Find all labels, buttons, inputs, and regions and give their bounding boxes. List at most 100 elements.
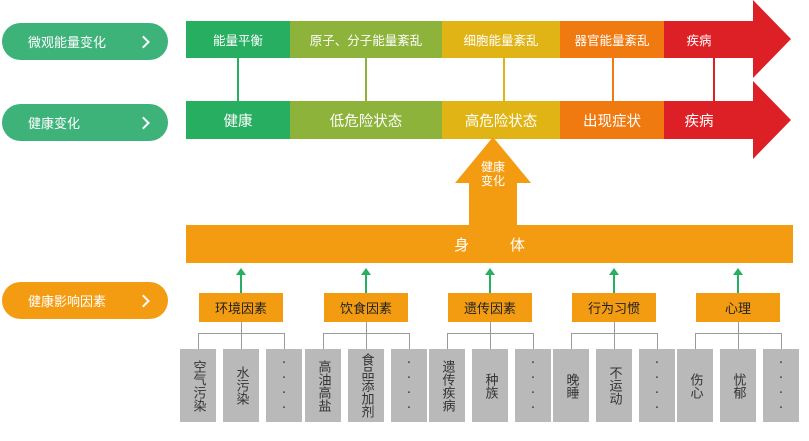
up-arrow-head-icon [733, 268, 743, 275]
factor-leaf-label: 晚睡 [563, 372, 579, 399]
connector-line [614, 333, 615, 349]
label-health-change[interactable]: 健康变化 [2, 104, 168, 141]
factor-leaf-label: ···· [401, 355, 417, 416]
row1-seg-energy-balance: 能量平衡 [186, 21, 290, 58]
up-arrow-head-icon [236, 268, 246, 275]
row2-arrow-head [753, 81, 791, 159]
up-arrow-head-icon [485, 268, 495, 275]
connector-line [612, 58, 614, 101]
up-arrow [455, 137, 531, 227]
connector-line [365, 58, 367, 101]
connector-line [503, 58, 505, 101]
up-arrow-icon [613, 275, 615, 293]
up-arrow-head-icon [361, 268, 371, 275]
row2-label: 低危险状态 [329, 113, 403, 130]
factor-leaf-label: 遗传疾病 [439, 359, 455, 412]
factor-leaf-label: 高油高盐 [315, 359, 331, 412]
up-arrow-head-icon [609, 268, 619, 275]
factor-label: 心理 [724, 302, 751, 317]
factor-leaf-label: ···· [276, 355, 292, 416]
body-bar-label: 身 体 [454, 235, 543, 254]
connector-line [284, 333, 285, 349]
row1-label: 能量平衡 [212, 33, 263, 48]
factor-leaf: ···· [639, 349, 675, 422]
factor-leaf: 遗传疾病 [429, 349, 465, 422]
chevron-right-icon [137, 35, 150, 48]
factor-leaf: 晚睡 [553, 349, 589, 422]
factor-label: 饮食因素 [339, 302, 392, 317]
factor-leaf: 水污染 [223, 349, 259, 422]
row1-seg-disease: 疾病 [664, 21, 754, 58]
connector-line [409, 333, 410, 349]
row2-seg-high-risk: 高危险状态 [442, 101, 560, 139]
up-arrow-label: 健康变化 [480, 160, 505, 188]
factor-leaf-label: ···· [649, 355, 665, 416]
factor-leaf-label: 不运动 [606, 366, 622, 405]
factor-leaf: ···· [763, 349, 799, 422]
factor-leaf-label: 种族 [482, 372, 498, 399]
factor-leaf: 种族 [472, 349, 508, 422]
row2-label: 健康 [223, 113, 253, 130]
row1-arrow-head [753, 0, 791, 78]
factor-box[interactable]: 饮食因素 [324, 293, 408, 322]
factor-leaf: 食品添加剂 [348, 349, 384, 422]
factor-leaf: 忧郁 [720, 349, 756, 422]
up-arrow-icon [737, 275, 739, 293]
factor-box[interactable]: 心理 [696, 293, 780, 322]
row2-label: 高危险状态 [464, 113, 538, 130]
factor-label: 环境因素 [214, 302, 267, 317]
factor-leaf: 空气污染 [180, 349, 216, 422]
factor-leaf: ···· [515, 349, 551, 422]
row2-label: 疾病 [684, 113, 714, 130]
factor-leaf: ···· [266, 349, 302, 422]
connector-line [365, 322, 367, 334]
connector-line [571, 333, 572, 349]
factor-leaf-label: ···· [525, 355, 541, 416]
chevron-right-icon [137, 294, 150, 307]
connector-line [613, 322, 615, 334]
connector-line [657, 333, 658, 349]
label-health-change-text: 健康变化 [28, 117, 81, 132]
chevron-right-icon [137, 116, 150, 129]
connector-line [240, 322, 242, 334]
connector-line [241, 333, 242, 349]
label-health-factors[interactable]: 健康影响因素 [2, 282, 168, 319]
row2-seg-healthy: 健康 [186, 101, 290, 139]
connector-line [366, 333, 367, 349]
factor-box[interactable]: 环境因素 [199, 293, 283, 322]
connector-line [713, 58, 715, 101]
connector-line [490, 333, 491, 349]
row2-label: 出现症状 [583, 113, 641, 130]
connector-line [323, 333, 324, 349]
connector-line [781, 333, 782, 349]
factor-label: 行为习惯 [587, 302, 640, 317]
up-arrow-icon [365, 275, 367, 293]
row1-seg-atom-molecule: 原子、分子能量紊乱 [290, 21, 442, 58]
connector-line [695, 333, 696, 349]
factor-leaf: 伤心 [677, 349, 713, 422]
row2-seg-low-risk: 低危险状态 [290, 101, 442, 139]
row1-seg-cell: 细胞能量紊乱 [442, 21, 560, 58]
row2-seg-symptoms: 出现症状 [560, 101, 664, 139]
body-bar: 身 体 [186, 225, 793, 263]
row1-label: 原子、分子能量紊乱 [309, 33, 423, 48]
row1-label: 器官能量紊乱 [574, 33, 650, 48]
up-arrow-icon [489, 275, 491, 293]
connector-line [533, 333, 534, 349]
factor-leaf-label: ···· [773, 355, 789, 416]
factor-leaf: 高油高盐 [305, 349, 341, 422]
factor-label: 遗传因素 [463, 302, 516, 317]
factor-box[interactable]: 行为习惯 [572, 293, 656, 322]
connector-line [489, 322, 491, 334]
factor-box[interactable]: 遗传因素 [448, 293, 532, 322]
label-micro-energy-text: 微观能量变化 [28, 36, 107, 51]
up-arrow-icon [240, 275, 242, 293]
connector-line [447, 333, 448, 349]
factor-leaf-label: 空气污染 [190, 359, 206, 412]
label-health-factors-text: 健康影响因素 [28, 295, 107, 310]
label-micro-energy[interactable]: 微观能量变化 [2, 23, 168, 60]
row1-label: 疾病 [686, 33, 712, 48]
factor-leaf-label: 食品添加剂 [358, 353, 374, 418]
connector-line [198, 333, 199, 349]
factor-leaf-label: 忧郁 [730, 372, 746, 399]
